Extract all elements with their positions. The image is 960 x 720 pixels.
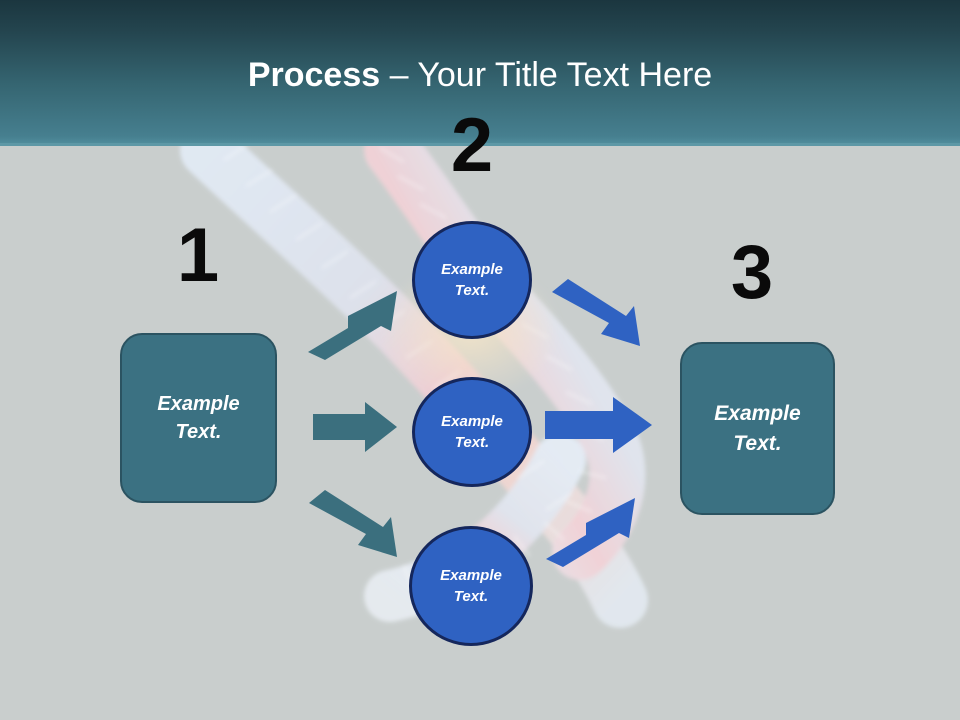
page-title-bold: Process (247, 56, 381, 94)
output-box[interactable]: Example Text. (680, 342, 835, 515)
arrow-in-straight (313, 402, 397, 452)
process-circle-bottom-line2: Text. (453, 588, 489, 605)
input-box-line2: Text. (175, 421, 222, 443)
process-circle-middle-line2: Text. (454, 434, 490, 451)
input-box[interactable]: Example Text. (120, 333, 277, 503)
title-banner (0, 0, 960, 145)
output-box-line1: Example (714, 401, 801, 425)
step-number-1: 1 (176, 213, 220, 298)
arrow-out-down (552, 279, 640, 346)
step-number-2: 2 (450, 103, 494, 188)
process-circle-middle[interactable]: Example Text. (412, 377, 532, 487)
input-box-line1: Example (157, 393, 240, 415)
process-circle-bottom[interactable]: Example Text. (409, 526, 533, 646)
arrow-out-up (546, 498, 635, 567)
process-circle-middle-line1: Example (441, 413, 503, 430)
page-title: Process – Your Title Text Here (0, 55, 960, 95)
arrow-in-down (309, 490, 397, 557)
process-circle-top[interactable]: Example Text. (412, 221, 532, 339)
process-circle-top-line1: Example (441, 261, 503, 278)
step-number-3: 3 (730, 230, 774, 315)
output-box-line2: Text. (733, 431, 782, 455)
process-circle-bottom-line1: Example (440, 567, 502, 584)
arrow-in-up (308, 291, 397, 360)
process-circle-top-line2: Text. (454, 282, 490, 299)
page-title-rest: – Your Title Text Here (380, 56, 713, 94)
arrow-out-straight (545, 397, 652, 453)
